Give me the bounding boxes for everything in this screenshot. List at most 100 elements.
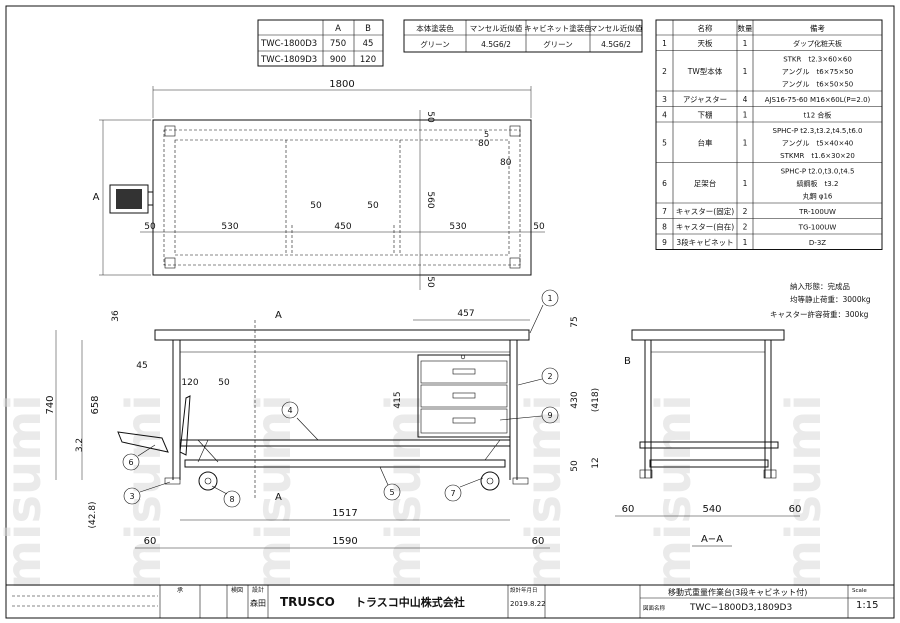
parts-row-1-no: 1 xyxy=(662,39,667,48)
dim-side-418: (418) xyxy=(591,388,601,412)
parts-row-6-no: 6 xyxy=(662,179,667,188)
section-mark-top: A xyxy=(275,310,282,321)
title-brand-logo: TRUSCO xyxy=(280,595,335,609)
dim-front-42-8: (42.8) xyxy=(88,501,98,528)
parts-row-4-no: 4 xyxy=(662,110,667,119)
dim-top-slot-50-right: 50 xyxy=(367,201,379,211)
parts-row-8-qty: 2 xyxy=(743,222,748,231)
title-drawing-title: 移動式重量作業台(3段キャビネット付) xyxy=(668,587,807,597)
parts-row-2-name: TW型本体 xyxy=(687,66,723,76)
balloon-3: 3 xyxy=(129,492,134,501)
watermark-text-7: misumi xyxy=(776,394,832,590)
dim-top-50-right: 50 xyxy=(533,222,545,232)
parts-row-9-no: 9 xyxy=(662,238,667,247)
dim-top-450: 450 xyxy=(334,222,351,232)
parts-row-3-note-0: AJS16-75-60 M16×60L(P=2.0) xyxy=(765,96,871,104)
parts-row-2-qty: 1 xyxy=(743,67,748,76)
parts-row-9-note-0: D-3Z xyxy=(809,239,826,247)
dim-front-740: 740 xyxy=(45,395,56,414)
parts-row-5-no: 5 xyxy=(662,138,667,147)
section-label-a-a: A−A xyxy=(701,534,723,545)
parts-row-6-note-1: 縞鋼板 t3.2 xyxy=(797,179,839,188)
title-block: 承 検図 設計 森田 TRUSCO トラスコ中山株式会社 設計年月日 2019.… xyxy=(5,584,895,619)
watermark-text-4: misumi xyxy=(376,394,432,590)
parts-row-4-note-0: t12 合板 xyxy=(804,111,832,120)
dim-side-12: 12 xyxy=(591,457,601,468)
color-munsell1-value: 4.5G6/2 xyxy=(481,40,511,49)
dim-side-60-right: 60 xyxy=(789,504,802,515)
dim-side-50: 50 xyxy=(570,460,580,472)
dim-top-corner-80-h: 80 xyxy=(500,158,512,168)
balloon-8: 8 xyxy=(229,495,234,504)
size-row1-b: 45 xyxy=(363,39,374,49)
parts-row-5-note-2: STKMR t1.6×30×20 xyxy=(780,152,855,160)
title-label-design: 設計 xyxy=(252,586,264,594)
balloon-1: 1 xyxy=(547,294,552,303)
parts-row-9-qty: 1 xyxy=(743,238,748,247)
dim-top-corner-5: 5 xyxy=(484,130,489,139)
color-header-cabinet: キャビネット塗装色 xyxy=(524,23,592,33)
balloon-2: 2 xyxy=(547,372,552,381)
dim-front-36: 36 xyxy=(111,310,121,322)
size-row1-a: 750 xyxy=(330,39,346,49)
parts-row-1-note-0: ダップ化粧天板 xyxy=(793,39,842,48)
watermark-text-6: misumi xyxy=(646,394,702,590)
balloon-5: 5 xyxy=(389,488,394,497)
title-label-check: 検図 xyxy=(231,586,243,594)
size-row2-model: TWC-1809D3 xyxy=(260,55,317,65)
dim-front-120: 120 xyxy=(181,378,198,388)
title-scale-label: Scale xyxy=(852,588,867,594)
title-company: トラスコ中山株式会社 xyxy=(355,595,465,609)
parts-row-2-note-1: アングル t6×75×50 xyxy=(782,67,853,76)
color-table: 本体塗装色 マンセル近似値 キャビネット塗装色 マンセル近似値 グリーン 4.5… xyxy=(403,19,643,53)
parts-header-2: 数量 xyxy=(738,23,753,33)
parts-row-6-name: 足架台 xyxy=(694,178,717,188)
dim-side-b: B xyxy=(624,356,631,367)
parts-row-6-note-2: 丸鋼 φ16 xyxy=(803,192,833,201)
part-balloons: 1 2 3 4 5 6 7 8 9 xyxy=(122,289,559,508)
dim-front-415: 415 xyxy=(393,391,403,408)
dim-front-45: 45 xyxy=(136,361,147,371)
notes: 納入形態：完成品 均等静止荷重：3000kg キャスター許容荷重：300kg xyxy=(770,281,871,319)
balloon-4: 4 xyxy=(287,406,292,415)
dim-side-60-left: 60 xyxy=(622,504,635,515)
size-header-b: B xyxy=(365,24,371,34)
dim-front-1590: 1590 xyxy=(332,536,357,547)
size-row2-a: 900 xyxy=(330,55,346,65)
parts-row-2-no: 2 xyxy=(662,67,667,76)
title-code-label: 図面名称 xyxy=(643,604,666,612)
section-mark-bottom: A xyxy=(275,492,282,503)
color-body-value: グリーン xyxy=(420,39,450,49)
parts-row-2-note-0: STKR t2.3×60×60 xyxy=(783,56,852,64)
top-view: 1800 A 50 530 450 530 50 50 50 560 50 50… xyxy=(93,79,545,290)
dim-top-530-left: 530 xyxy=(221,222,238,232)
parts-row-1-name: 天板 xyxy=(698,38,713,48)
dim-front-60-right: 60 xyxy=(532,536,545,547)
color-header-munsell2: マンセル近似値 xyxy=(590,23,643,33)
dim-top-1800: 1800 xyxy=(329,79,354,90)
parts-row-6-qty: 1 xyxy=(743,179,748,188)
dim-side-540: 540 xyxy=(702,504,721,515)
parts-row-7-no: 7 xyxy=(662,207,667,216)
parts-row-1-qty: 1 xyxy=(743,39,748,48)
dim-front-3-2: 3.2 xyxy=(75,438,85,452)
parts-row-5-name: 台車 xyxy=(698,137,713,147)
parts-row-3-qty: 4 xyxy=(743,95,748,104)
color-header-munsell1: マンセル近似値 xyxy=(470,23,523,33)
balloon-7: 7 xyxy=(450,489,455,498)
watermark-text-5: misumi xyxy=(516,394,572,590)
size-header-a: A xyxy=(335,24,341,34)
parts-row-5-note-0: SPHC-P t2.3,t3.2,t4.5,t6.0 xyxy=(773,127,863,135)
dim-top-560: 560 xyxy=(425,191,435,208)
color-header-body: 本体塗装色 xyxy=(416,23,454,33)
parts-row-7-qty: 2 xyxy=(743,207,748,216)
dim-front-1517: 1517 xyxy=(332,508,357,519)
dim-side-75: 75 xyxy=(570,316,580,327)
title-scale: 1:15 xyxy=(856,600,878,611)
parts-header-1: 名称 xyxy=(698,23,713,33)
parts-row-6-note-0: SPHC-P t2.0,t3.0,t4.5 xyxy=(781,168,855,176)
title-label-approve: 承 xyxy=(177,586,183,594)
parts-row-8-note-0: TG-100UW xyxy=(798,224,837,232)
dim-top-530-right: 530 xyxy=(449,222,466,232)
